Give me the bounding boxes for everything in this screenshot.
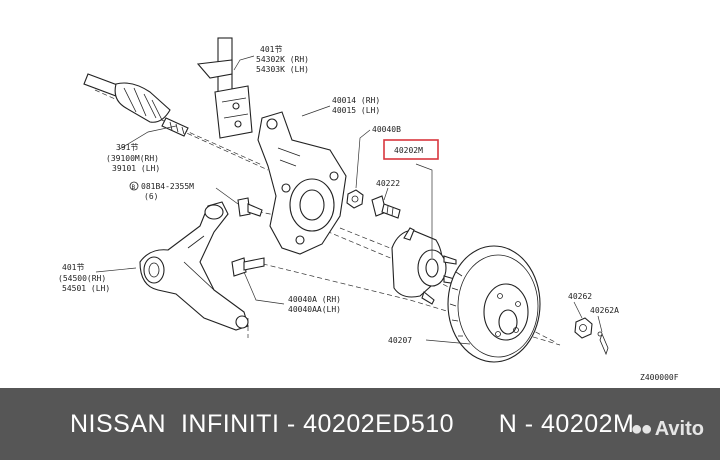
label-knuckle-rh: 40014 (RH) [332, 96, 380, 105]
label-shaft-rh: (39100M(RH) [106, 154, 159, 163]
hub-bolt [371, 195, 401, 219]
hub-bearing-assembly [391, 227, 459, 305]
label-shaft-ref: 391节 [116, 143, 138, 152]
label-strut-lh: 54303K (LH) [256, 65, 309, 74]
label-knuckle-lh: 40015 (LH) [332, 106, 380, 115]
parts-diagram: 401节 54302K (RH) 54303K (LH) 40014 (RH) … [58, 37, 679, 382]
label-strut-rh: 54302K (RH) [256, 55, 309, 64]
avito-dots-icon: ●● [630, 418, 653, 440]
leader-lines [95, 55, 603, 345]
label-shaft-lh: 39101 (LH) [112, 164, 160, 173]
drive-shaft [83, 73, 189, 137]
knuckle-bolts [231, 197, 265, 277]
label-strut-ref: 401节 [260, 45, 282, 54]
label-hub-bolt: 40222 [376, 179, 400, 188]
label-cotter-pin: 40262A [590, 306, 619, 315]
label-figure-code: Z400000F [640, 373, 679, 382]
label-bolt-code: 081B4-2355M [141, 182, 194, 191]
label-rotor: 40207 [388, 336, 412, 345]
label-arm-ref: 401节 [62, 263, 84, 272]
brake-rotor [447, 245, 541, 363]
label-hub-assembly: 40202M [394, 146, 423, 155]
hub-nut [574, 317, 593, 339]
strut-assembly [196, 37, 253, 139]
label-bolt-marker: B [132, 184, 136, 191]
knuckle-nut [346, 189, 364, 209]
label-nut: 40040B [372, 125, 401, 134]
label-joint-lh: 40040AA(LH) [288, 305, 341, 314]
label-joint-rh: 40040A (RH) [288, 295, 341, 304]
caption-bar [0, 388, 720, 460]
avito-watermark-text: Avito [654, 418, 704, 440]
highlight-box [383, 139, 439, 160]
label-arm-lh: 54501 (LH) [62, 284, 110, 293]
label-arm-rh: (54500(RH) [58, 274, 106, 283]
bolt-marker-circle [129, 181, 139, 191]
avito-watermark: ●●Avito [631, 418, 704, 441]
label-hub-nut: 40262 [568, 292, 592, 301]
caption-text: NISSAN INFINITI - 40202ED510 N - 40202M [70, 410, 635, 438]
part-labels: 401节 54302K (RH) 54303K (LH) 40014 (RH) … [58, 45, 679, 382]
steering-knuckle [257, 111, 347, 255]
lower-control-arm [139, 201, 249, 331]
cotter-pin [597, 331, 609, 356]
label-bolt-qty: (6) [144, 192, 158, 201]
